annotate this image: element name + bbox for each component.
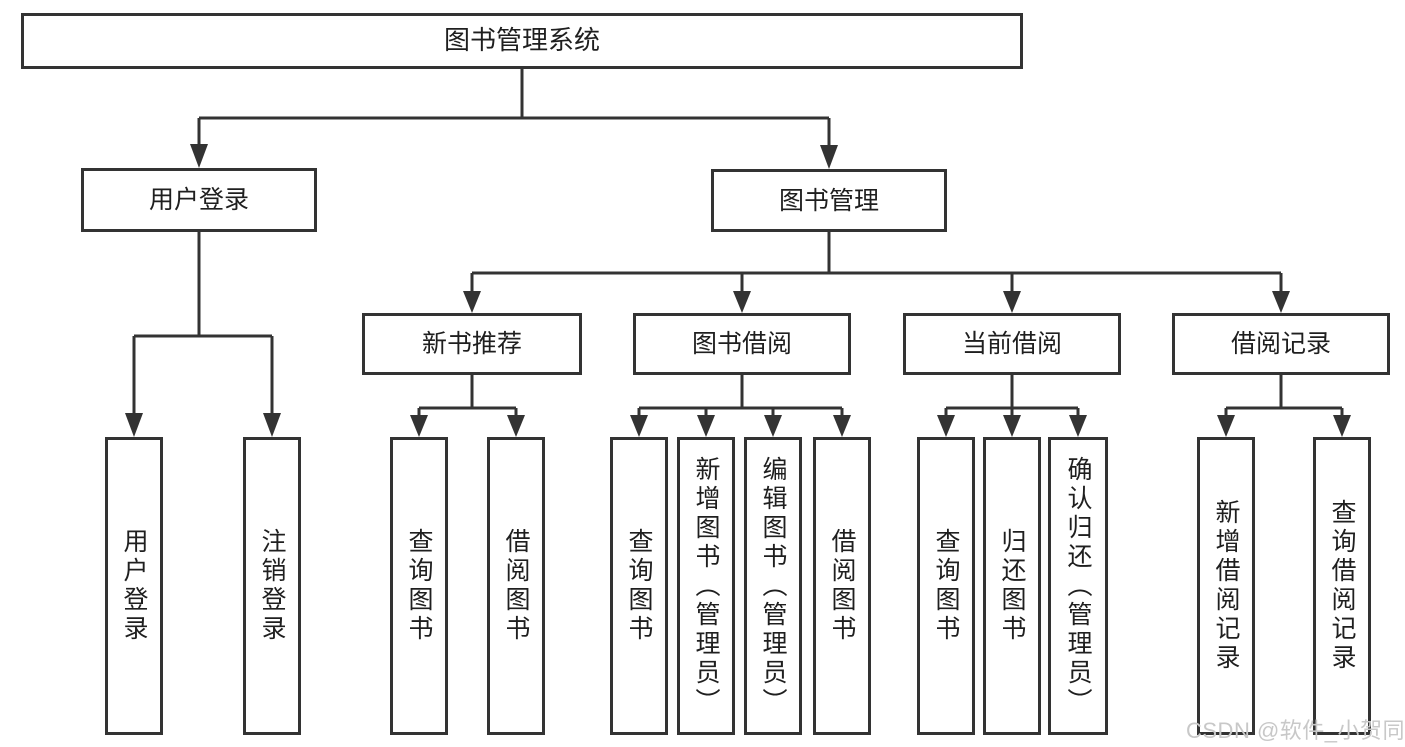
leaf-edit-book-admin: 编辑图书（管理员） <box>744 437 802 735</box>
node-label: 查询图书 <box>625 528 653 644</box>
node-label: 图书借阅 <box>691 330 792 358</box>
leaf-user-login: 用户登录 <box>105 437 163 735</box>
leaf-query-borrow-record: 查询借阅记录 <box>1313 437 1371 735</box>
leaf-query-books-borrow: 查询图书 <box>610 437 668 735</box>
node-new-book-recommend: 新书推荐 <box>362 313 582 375</box>
node-book-borrowing: 图书借阅 <box>633 313 851 375</box>
node-library-management-system: 图书管理系统 <box>21 13 1023 69</box>
node-user-login: 用户登录 <box>81 168 317 232</box>
leaf-logout: 注销登录 <box>243 437 301 735</box>
node-label: 当前借阅 <box>961 330 1062 358</box>
node-label: 新增借阅记录 <box>1212 499 1240 673</box>
leaf-confirm-return-admin: 确认归还（管理员） <box>1048 437 1108 735</box>
node-label: 注销登录 <box>258 528 286 644</box>
node-label: 借阅图书 <box>502 528 530 644</box>
node-book-management: 图书管理 <box>711 169 947 232</box>
node-label: 查询图书 <box>932 528 960 644</box>
leaf-add-borrow-record: 新增借阅记录 <box>1197 437 1255 735</box>
node-borrowing-records: 借阅记录 <box>1172 313 1390 375</box>
node-label: 借阅记录 <box>1230 330 1331 358</box>
leaf-return-book: 归还图书 <box>983 437 1041 735</box>
node-label: 用户登录 <box>148 186 249 214</box>
leaf-query-books-recommend: 查询图书 <box>390 437 448 735</box>
node-current-borrowing: 当前借阅 <box>903 313 1121 375</box>
leaf-borrow-books-recommend: 借阅图书 <box>487 437 545 735</box>
node-label: 图书管理系统 <box>443 25 600 56</box>
node-label: 借阅图书 <box>828 528 856 644</box>
leaf-add-book-admin: 新增图书（管理员） <box>677 437 735 735</box>
node-label: 确认归还（管理员） <box>1064 455 1092 717</box>
node-label: 新增图书（管理员） <box>692 455 720 717</box>
node-label: 图书管理 <box>778 186 879 215</box>
node-label: 归还图书 <box>998 528 1026 644</box>
node-label: 查询借阅记录 <box>1328 499 1356 673</box>
node-label: 新书推荐 <box>421 330 522 358</box>
csdn-watermark: CSDN @软件_小贺同学 <box>1186 718 1405 743</box>
leaf-borrow-books: 借阅图书 <box>813 437 871 735</box>
node-label: 查询图书 <box>405 528 433 644</box>
node-label: 用户登录 <box>120 528 148 644</box>
node-label: 编辑图书（管理员） <box>759 455 787 717</box>
leaf-query-books-current: 查询图书 <box>917 437 975 735</box>
